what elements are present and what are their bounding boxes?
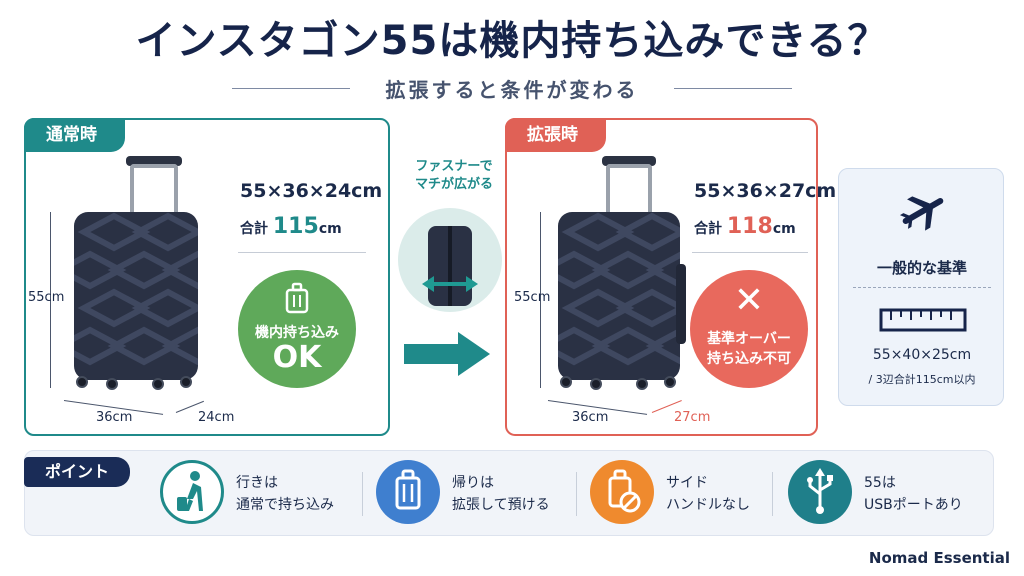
subtitle-left-rule: [232, 88, 350, 89]
carry-on-ok-badge: 機内持ち込み OK: [238, 270, 356, 388]
separator: [772, 472, 773, 516]
point-line2: ハンドルなし: [666, 497, 750, 513]
usb-icon: [788, 460, 852, 524]
handle-grip: [602, 156, 656, 166]
expanded-height-label: 55cm: [514, 290, 551, 305]
subtitle: 拡張すると条件が変わる: [385, 78, 639, 102]
telescopic-handle: [606, 164, 652, 214]
total-value: 118: [726, 214, 773, 239]
badge-line1: 基準オーバー: [707, 331, 791, 347]
standard-note: / 3辺合計115cm以内: [868, 373, 976, 386]
point-text: 帰りは 拡張して預ける: [452, 472, 550, 516]
total-label: 合計: [240, 221, 268, 237]
brand-name: Nomad Essential: [868, 549, 1010, 567]
cross-icon: ✕: [733, 280, 765, 321]
point-line2: USBポートあり: [864, 497, 963, 513]
point-text: 行きは 通常で持ち込み: [236, 472, 334, 516]
standard-size: 55×40×25cm: [872, 347, 972, 363]
fastener-closeup-image: [398, 208, 502, 312]
normal-height-label: 55cm: [28, 290, 65, 305]
point-text: サイド ハンドルなし: [666, 472, 750, 516]
suitcase-shell: [558, 212, 680, 380]
wheel: [560, 376, 572, 388]
divider: [692, 252, 808, 253]
badge-line2: 持ち込み不可: [707, 351, 791, 367]
expanded-tab: 拡張時: [505, 118, 606, 152]
subtitle-right-rule: [674, 88, 792, 89]
telescopic-handle: [130, 164, 178, 214]
height-dimension-line: [50, 212, 51, 388]
standard-title: 一般的な基準: [876, 259, 967, 277]
point-text: 55は USBポートあり: [864, 472, 963, 516]
separator: [576, 472, 577, 516]
wheel: [590, 378, 602, 390]
separator: [362, 472, 363, 516]
transition-arrow-icon: [404, 332, 490, 376]
normal-depth-label: 24cm: [198, 410, 235, 425]
normal-width-label: 36cm: [96, 410, 133, 425]
total-unit: cm: [772, 221, 796, 237]
expanded-depth-label: 27cm: [674, 410, 711, 425]
fastener-label-line2: マチが広がる: [414, 177, 493, 192]
wheel: [180, 376, 192, 388]
wheel: [106, 378, 118, 390]
normal-tab: 通常時: [24, 118, 125, 152]
total-value: 115: [272, 214, 319, 239]
point-line1: 帰りは: [452, 475, 494, 491]
point-line1: 55は: [864, 475, 896, 491]
ruler-icon: [879, 308, 967, 332]
suitcase-icon: [285, 282, 309, 314]
total-unit: cm: [318, 221, 342, 237]
wheel: [636, 378, 648, 390]
badge-line2: OK: [272, 340, 322, 375]
divider: [853, 287, 991, 288]
wheel: [76, 376, 88, 388]
normal-suitcase-image: [66, 156, 198, 396]
point-line1: サイド: [666, 475, 708, 491]
expanded-width-label: 36cm: [572, 410, 609, 425]
standard-panel: 一般的な基準 55×40×25cm / 3辺合計115cm以内: [838, 168, 1004, 406]
fastener-label: ファスナーで マチが広がる: [396, 158, 512, 194]
zipper: [448, 226, 452, 306]
suitcase-icon: [376, 460, 440, 524]
badge-line1: 機内持ち込み: [255, 325, 339, 341]
expanded-total: 合計 118cm: [694, 214, 796, 239]
expand-arrow-icon: [422, 276, 478, 292]
walking-person-icon: [160, 460, 224, 524]
carry-on-ng-badge: ✕ 基準オーバー 持ち込み不可: [690, 270, 808, 388]
airplane-icon: [899, 196, 944, 231]
subtitle-row: 拡張すると条件が変わる: [0, 74, 1024, 104]
points-tab: ポイント: [24, 457, 130, 487]
wheel: [152, 378, 164, 390]
handle-grip: [126, 156, 182, 166]
wheel: [664, 376, 676, 388]
height-dimension-line: [540, 212, 541, 388]
divider: [238, 252, 366, 253]
total-label: 合計: [694, 221, 722, 237]
expanded-size: 55×36×27cm: [694, 180, 837, 202]
normal-total: 合計 115cm: [240, 214, 342, 239]
point-line2: 拡張して預ける: [452, 497, 550, 513]
expanded-suitcase-image: [550, 156, 686, 396]
no-side-handle-icon: [590, 460, 654, 524]
page-title: インスタゴン55は機内持ち込みできる？: [135, 18, 889, 64]
point-line1: 行きは: [236, 475, 278, 491]
expanded-gusset: [676, 264, 686, 344]
fastener-label-line1: ファスナーで: [415, 159, 493, 174]
normal-size: 55×36×24cm: [240, 180, 383, 202]
suitcase-shell: [74, 212, 198, 380]
point-line2: 通常で持ち込み: [236, 497, 334, 513]
